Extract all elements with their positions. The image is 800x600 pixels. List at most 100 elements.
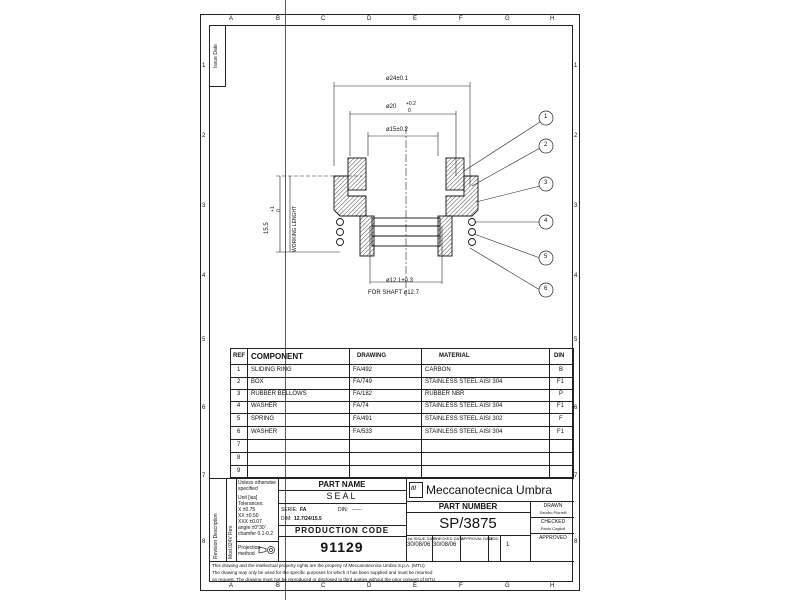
din-label: DIN: [338, 507, 348, 513]
zone-col-c-bottom: C [321, 583, 326, 589]
issue-date-box [210, 26, 226, 87]
zone-row-3: 3 [202, 203, 206, 209]
checked-date-value: 30/08/06 [433, 542, 457, 548]
table-row-ref: 2 [237, 379, 241, 385]
mod-date-label: MOD [489, 536, 499, 541]
table-row-drawing: FA/74 [353, 403, 369, 409]
drawing-frame: Issue Date [209, 25, 574, 583]
table-row-material: STAINLESS STEEL AISI 304 [425, 403, 503, 409]
table-row-component: BOX [251, 379, 264, 385]
table-row-drawing: FA/182 [353, 391, 373, 397]
col-header-drawing: DRAWING [357, 353, 386, 359]
table-row-material: STAINLESS STEEL AISI 304 [425, 429, 503, 435]
zone-row-8-right: 8 [574, 539, 578, 545]
callout-1: 1 [544, 114, 548, 120]
drawing-sheet: A B C D E F G H A B C D E F G H 1 2 3 4 … [200, 14, 580, 591]
components-table: REF COMPONENT DRAWING MATERIAL DIN 1 SLI… [230, 348, 574, 478]
red-margin-line [285, 0, 286, 600]
projection-label: Projection method [238, 545, 261, 557]
mod-label: Mod.024V Rev. [228, 524, 234, 559]
serie-label: SERIE: [281, 507, 298, 513]
zone-row-6: 6 [202, 405, 206, 411]
callout-6: 6 [544, 286, 548, 292]
tolerance-line: angle ±0°30' [238, 525, 266, 531]
table-row-drawing: FA/533 [353, 429, 373, 435]
zone-col-a: A [229, 16, 234, 22]
disclaimer-line: on request. The drawing must not be repr… [212, 577, 436, 582]
tolerance-line: Unit [ias] [238, 495, 258, 501]
part-number-label: PART NUMBER [438, 502, 498, 511]
zone-row-2-right: 2 [574, 133, 578, 139]
checked-date-label: CHECKED DATE [433, 536, 465, 541]
dim-height: 15.5 [264, 222, 270, 234]
table-row-din: F1 [557, 379, 565, 385]
col-header-din: DIN [554, 353, 565, 359]
dim-value: 12.7/24/15.5 [294, 516, 322, 522]
zone-col-b: B [276, 16, 281, 22]
production-code-label: PRODUCTION CODE [294, 526, 390, 535]
zone-row-7: 7 [202, 473, 206, 479]
zone-col-g: G [505, 16, 510, 22]
part-name-label: PART NAME [318, 480, 366, 489]
zone-col-h: H [550, 16, 555, 22]
company-logo-icon: /// [409, 482, 423, 498]
dim-mid-tol-top: +0.2 [406, 101, 416, 107]
zone-col-d: D [367, 16, 372, 22]
table-row-din: B [559, 367, 564, 373]
company-block: /// Meccanotecnica Umbra PART NUMBER SP/… [406, 479, 574, 561]
zone-row-4-right: 4 [574, 273, 578, 279]
table-row-drawing: FA/749 [353, 379, 373, 385]
tolerance-line: X ±0.75 [238, 507, 256, 513]
table-row-ref: 3 [237, 391, 241, 397]
table-row-material: CARBON [425, 367, 451, 373]
dim-inner-diameter: ø15±0.2 [386, 127, 408, 133]
seal-section-drawing [276, 82, 554, 298]
working-length-label: WORKING LENGHT [292, 205, 298, 252]
disclaimer-line: The drawing may only be used for the spe… [212, 570, 433, 575]
table-row-drawing: FA/491 [353, 416, 373, 422]
col-header-ref: REF [233, 353, 245, 359]
table-row-component: WASHER [251, 403, 278, 409]
tolerance-title: Unless otherwise specified [238, 480, 277, 492]
dim-bottom-diameter: ø12.1±0.3 [386, 278, 413, 284]
tolerance-line: chamfer 0.1-0.2 [238, 531, 274, 537]
din-value: ------ [352, 507, 362, 513]
drawn-name: Sandro Pionelli [539, 510, 567, 515]
zone-row-4: 4 [202, 273, 206, 279]
dim-mid-diameter: ø20 [386, 104, 397, 110]
table-row-drawing: FA/492 [353, 367, 373, 373]
first-issue-date-value: 30/08/06 [407, 542, 431, 548]
dim-label: DIM: [281, 516, 292, 522]
approval-date-label: APPROVAL DATE [461, 536, 494, 541]
table-row-din: F [559, 416, 563, 422]
zone-col-f: F [459, 16, 463, 22]
callout-2: 2 [544, 142, 548, 148]
checked-label: CHECKED [540, 519, 566, 525]
zone-row-3-right: 3 [574, 203, 578, 209]
table-row-ref: 9 [237, 468, 241, 474]
table-row-ref: 7 [237, 442, 241, 448]
part-number-value: SP/3875 [439, 515, 497, 532]
table-row-din: P [559, 391, 564, 397]
zone-col-g-bottom: G [505, 583, 510, 589]
zone-row-8: 8 [202, 539, 206, 545]
revision-label: Revision Description [213, 513, 219, 559]
dim-outer-diameter: ø24±0.1 [386, 76, 408, 82]
zone-col-h-bottom: H [550, 583, 555, 589]
col-header-component: COMPONENT [251, 352, 303, 361]
tolerance-block: Unless otherwise specified Unit [ias] To… [236, 479, 279, 561]
table-row-din: F1 [557, 429, 565, 435]
tolerance-line: XX ±0.50 [238, 513, 259, 519]
dim-height-tol-bottom: 0 [276, 209, 282, 212]
table-row-component: RUBBER BELLOWS [251, 391, 307, 397]
zone-col-f-bottom: F [459, 583, 463, 589]
approved-label: APPROVED [539, 535, 567, 541]
callout-5: 5 [544, 254, 548, 260]
title-block: Revision Description Mod.024V Rev. Unles… [210, 478, 574, 583]
zone-col-c: C [321, 16, 326, 22]
part-name-block: PART NAME SEAL SERIE: FA DIN: ------ DIM… [278, 479, 407, 561]
disclaimer-line: This drawing and the intellectual proper… [212, 563, 425, 568]
table-row-ref: 1 [237, 367, 241, 373]
table-row-component: WASHER [251, 429, 278, 435]
table-row-ref: 4 [237, 403, 241, 409]
